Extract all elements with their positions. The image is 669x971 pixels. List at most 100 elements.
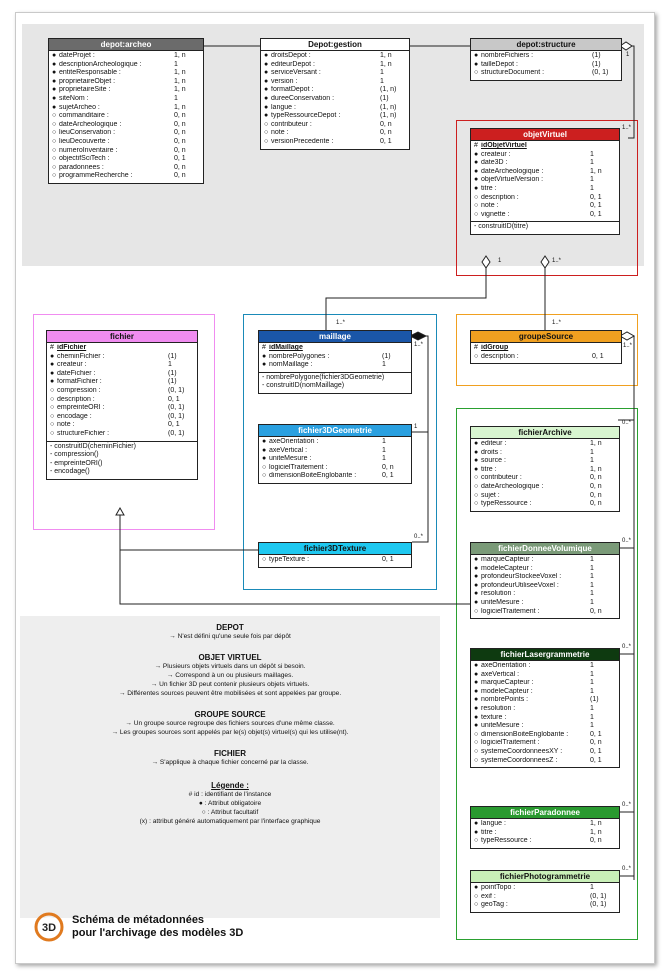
- mandatory-icon: ●: [474, 159, 479, 167]
- attribute-row: ○encodage :(0, 1): [50, 413, 194, 422]
- footer-line-1: Schéma de métadonnées: [72, 914, 205, 926]
- attribute-row: ○structureDocument :(0, 1): [474, 69, 618, 78]
- legend-key-mandatory: ● : Attribut obligatoire: [198, 800, 262, 807]
- optional-icon: ○: [474, 69, 479, 77]
- attribute-multiplicity: 0, n: [590, 491, 602, 499]
- svg-text:3D: 3D: [42, 922, 56, 934]
- attribute-multiplicity: 0, n: [174, 163, 186, 171]
- attribute-name: cheminFichier :: [57, 352, 105, 360]
- mandatory-icon: ●: [474, 184, 479, 192]
- class-fichier-lasergrammetrie[interactable]: fichierLasergrammetrie ●axeOrientation :…: [470, 648, 620, 769]
- attribute-name: contributeur :: [271, 120, 312, 128]
- legend-ov-title: OBJET VIRTUEL: [198, 653, 262, 662]
- attribute-name: nomMaillage :: [269, 361, 313, 369]
- attribute-name: titre :: [481, 828, 497, 836]
- mandatory-icon: ●: [262, 438, 267, 445]
- attribute-multiplicity: (1): [592, 60, 601, 68]
- operation-row: - construitID(titre): [474, 223, 529, 231]
- attribute-multiplicity: 0, n: [590, 500, 602, 508]
- class-fichier-donnee-volumique[interactable]: fichierDonneeVolumique ●marqueCapteur :1…: [470, 542, 620, 620]
- attribute-name: serviceVersant :: [271, 69, 321, 77]
- class-maillage[interactable]: maillage #idMaillage●nombrePolygones :(1…: [258, 330, 412, 394]
- identifier-name: idMaillage: [269, 344, 303, 351]
- attribute-name: systemeCoordonneesZ :: [481, 756, 558, 764]
- attribute-multiplicity: 0, n: [174, 129, 186, 137]
- attribute-multiplicity: 1: [590, 704, 594, 712]
- attribute-row: ○paradonnees :0, n: [52, 164, 200, 173]
- attribute-name: description :: [481, 193, 519, 201]
- class-title: depot:structure: [471, 39, 621, 51]
- attribute-row: ○contributeur :0, n: [264, 121, 406, 130]
- class-depot-archeo[interactable]: depot:archeo ●dateProjet :1, n●descripti…: [48, 38, 204, 184]
- attribute-row: ●axeOrientation :1: [262, 438, 408, 447]
- attribute-row: ○logicielTraitement :0, n: [262, 464, 408, 473]
- mandatory-icon: ●: [474, 448, 479, 456]
- attribute-row: ●droitsDepot :1, n: [264, 52, 406, 61]
- attribute-multiplicity: 1: [590, 884, 594, 891]
- attribute-multiplicity: 1, n: [174, 77, 186, 85]
- attribute-multiplicity: 0, n: [590, 474, 602, 482]
- attribute-name: exif :: [481, 892, 496, 900]
- attribute-row: ○versionPrecedente :0, 1: [264, 138, 406, 147]
- operation-list: - construitID(cheminFichier)- compressio…: [47, 440, 197, 479]
- attribute-multiplicity: (1): [382, 352, 391, 360]
- attribute-name: marqueCapteur :: [481, 679, 534, 687]
- attribute-multiplicity: (1, n): [380, 112, 397, 120]
- attribute-list: ○typeTexture :0, 1: [259, 555, 411, 567]
- class-fichier-photogrammetrie[interactable]: fichierPhotogrammetrie ●pointTopo :1○exi…: [470, 870, 620, 913]
- fichier-frame: [33, 314, 215, 530]
- attribute-multiplicity: 1: [168, 361, 172, 369]
- class-depot-structure[interactable]: depot:structure ●nombreFichiers :(1)●tai…: [470, 38, 622, 81]
- attribute-multiplicity: 0, n: [590, 837, 602, 845]
- attribute-multiplicity: 1: [590, 679, 594, 687]
- optional-icon: ○: [264, 129, 269, 137]
- attribute-multiplicity: 1: [590, 176, 594, 184]
- attribute-name: editeurDepot :: [271, 60, 315, 68]
- attribute-row: ○typeRessource :0, n: [474, 837, 616, 846]
- attribute-row: ●dureeConservation :(1): [264, 95, 406, 104]
- legend-line: → Un fichier 3D peut contenir plusieurs …: [150, 681, 310, 688]
- multiplicity-label: 1: [626, 52, 630, 58]
- attribute-name: axeOrientation :: [481, 662, 531, 669]
- attribute-multiplicity: 0, 1: [168, 421, 180, 429]
- mandatory-icon: ●: [264, 77, 269, 85]
- class-fichier-paradonnee[interactable]: fichierParadonnee ●langue :1, n●titre :1…: [470, 806, 620, 849]
- attribute-multiplicity: 1, n: [590, 820, 602, 827]
- attribute-row: ●modeleCapteur :1: [474, 565, 616, 574]
- attribute-multiplicity: 0, 1: [592, 352, 604, 360]
- attribute-name: contributeur :: [481, 474, 522, 482]
- class-fichier[interactable]: fichier #idFichier●cheminFichier :(1)●cr…: [46, 330, 198, 480]
- attribute-multiplicity: (1): [380, 94, 389, 102]
- attribute-row: ○note :0, 1: [50, 421, 194, 430]
- class-fichier-archive[interactable]: fichierArchive ●editeur :1, n●droits :1●…: [470, 426, 620, 512]
- optional-icon: ○: [52, 137, 57, 145]
- attribute-row: ●resolution :1: [474, 705, 616, 714]
- attribute-name: note :: [271, 129, 289, 137]
- attribute-name: objetVirtuelVersion :: [481, 176, 544, 184]
- optional-icon: ○: [264, 120, 269, 128]
- class-objet-virtuel[interactable]: objetVirtuel #idObjetVirtuel●createur :1…: [470, 128, 620, 235]
- attribute-row: ●serviceVersant :1: [264, 69, 406, 78]
- attribute-multiplicity: 0, n: [174, 137, 186, 145]
- optional-icon: ○: [474, 210, 479, 218]
- attribute-name: date3D :: [481, 159, 508, 167]
- attribute-name: formatDepot :: [271, 86, 314, 94]
- legend-gs-title: GROUPE SOURCE: [194, 710, 266, 719]
- class-depot-gestion[interactable]: Depot:gestion ●droitsDepot :1, n●editeur…: [260, 38, 410, 150]
- class-fichier-3d-texture[interactable]: fichier3DTexture ○typeTexture :0, 1: [258, 542, 412, 568]
- attribute-list: #idGroup○description :0, 1: [471, 343, 621, 363]
- attribute-list: #idMaillage●nombrePolygones :(1)●nomMail…: [259, 343, 411, 372]
- operation-row: - empreinteORI(): [50, 459, 103, 467]
- attribute-multiplicity: 1, n: [590, 465, 602, 473]
- mandatory-icon: ●: [262, 455, 267, 463]
- mandatory-icon: ●: [474, 440, 479, 447]
- attribute-row: ●version :1: [264, 78, 406, 87]
- class-groupe-source[interactable]: groupeSource #idGroup○description :0, 1: [470, 330, 622, 365]
- class-fichier-3d-geometrie[interactable]: fichier3DGeometrie ●axeOrientation :1●ax…: [258, 424, 412, 484]
- legend-key-optional: ○ : Attribut facultatif: [201, 809, 259, 816]
- multiplicity-label: 0..*: [622, 866, 632, 872]
- optional-icon: ○: [474, 730, 479, 738]
- attribute-row: ●uniteMesure :1: [474, 722, 616, 731]
- operation-list: - nombrePolygone(fichier3DGeometrie)- co…: [259, 371, 411, 393]
- attribute-row: ○systemeCoordonneesZ :0, 1: [474, 757, 616, 766]
